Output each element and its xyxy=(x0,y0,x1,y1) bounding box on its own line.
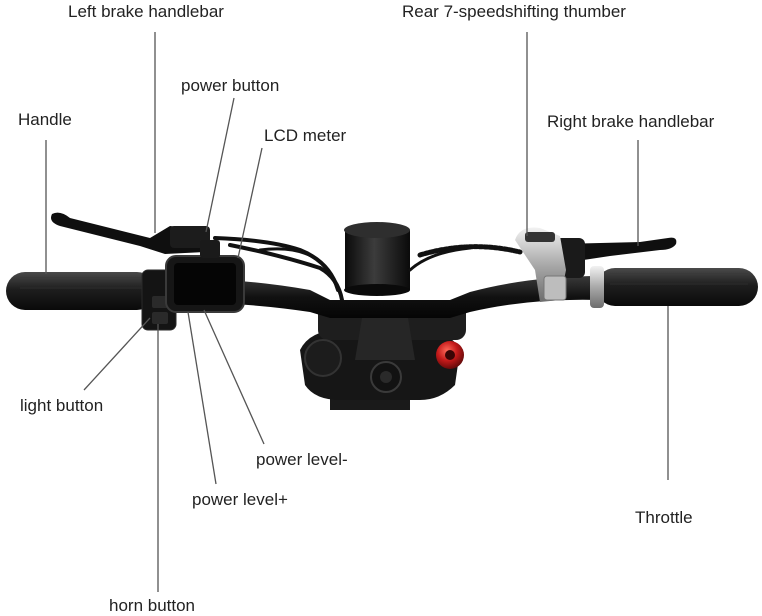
label-lcd-meter: LCD meter xyxy=(264,126,347,145)
label-light-button: light button xyxy=(20,396,104,415)
left-brake-lever-icon xyxy=(51,212,210,254)
label-left-brake-handlebar: Left brake handlebar xyxy=(68,2,224,21)
leader-lcd-meter xyxy=(237,147,263,259)
lcd-meter-icon xyxy=(165,240,245,313)
leader-lines xyxy=(45,32,669,592)
label-right-brake-handlebar: Right brake handlebar xyxy=(547,112,715,131)
left-grip-icon xyxy=(6,272,156,310)
leader-power-level-minus xyxy=(203,309,265,445)
leader-light-button xyxy=(83,317,151,391)
rear-shifter-icon xyxy=(515,227,567,302)
label-horn-button: horn button xyxy=(109,596,196,615)
red-adjuster-knob-icon xyxy=(436,341,464,369)
label-rear-shifting-thumber: Rear 7-speedshifting thumber xyxy=(402,2,626,21)
leader-power-button xyxy=(205,97,235,233)
label-power-level-minus: power level- xyxy=(256,450,348,469)
label-handle: Handle xyxy=(18,110,72,129)
right-grip-icon xyxy=(590,266,758,308)
label-throttle: Throttle xyxy=(635,508,693,527)
leader-power-level-plus xyxy=(187,311,217,485)
label-power-button: power button xyxy=(181,76,280,95)
label-power-level-plus: power level+ xyxy=(192,490,288,509)
center-meter-housing xyxy=(344,222,410,296)
handlebar-tube xyxy=(160,276,600,318)
